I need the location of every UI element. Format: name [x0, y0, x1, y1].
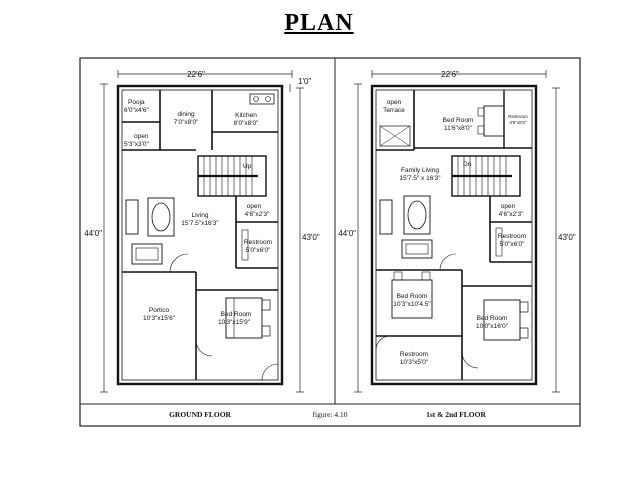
room-restroom-mid: Restroom [498, 233, 526, 240]
room-bedroom: Bed Room [221, 311, 252, 318]
room-restroom-top: Restroom [508, 114, 528, 119]
room-restroom-bottom: Restroom [400, 351, 428, 358]
room-bedroom-size: 10'3"x15'9" [218, 319, 251, 326]
upper-floor-plan [354, 70, 560, 393]
room-living-size: 15'7.5"x16'3" [181, 220, 219, 227]
figure-label: figure: 4.10 [313, 410, 348, 419]
stair-up-label: Up [243, 163, 252, 170]
room-open-mid: open [247, 203, 262, 210]
room-restroom: Restroom [244, 239, 272, 246]
room-restroom-bottom-size: 10'3"x5'0" [400, 359, 429, 366]
room-family-living: Family Living [401, 167, 439, 174]
room-bedroom-left: Bed Room [397, 293, 428, 300]
room-pooja-size: 6'0"x4'6" [124, 107, 149, 114]
upper-depth-left-dim: 44'0" [338, 229, 356, 238]
room-dining-size: 7'0"x8'0" [174, 119, 199, 126]
ground-depth-left-dim: 44'0" [84, 229, 102, 238]
room-bedroom-left-size: 10'3"x10'4.5" [393, 301, 431, 308]
room-kitchen: Kitchen [235, 112, 257, 119]
room-open-mid-upper: open [501, 203, 516, 210]
page-title: PLAN [284, 10, 354, 36]
room-bedroom-top-size: 11'6"x8'0" [444, 125, 473, 132]
ground-width-dim: 22'6" [187, 70, 205, 79]
room-restroom-size: 5'0"x6'0" [246, 247, 271, 254]
room-open-mid-size: 4'6"x2'3" [245, 211, 270, 218]
sheet-frame [79, 57, 581, 427]
ground-depth-right-dim: 43'0" [302, 233, 320, 242]
room-bedroom-right-size: 10'0"x16'0" [476, 323, 509, 330]
upper-width-dim: 22'6" [441, 70, 459, 79]
room-bedroom-top: Bed Room [443, 117, 474, 124]
ground-offset-dim: 1'0" [298, 77, 311, 86]
room-open-top: open [134, 133, 149, 140]
room-family-living-size: 15'7.5" x 16'3" [399, 175, 441, 182]
room-kitchen-size: 8'0"x8'0" [234, 120, 259, 127]
stair-dn-label: Dn [463, 161, 472, 168]
room-open-terrace: open [387, 99, 402, 106]
ground-floor-plan [100, 70, 304, 393]
room-portico-size: 10'3"x15'6" [143, 315, 176, 322]
room-living: Living [192, 212, 209, 219]
room-open-top-size: 5'3"x3'0" [124, 141, 149, 148]
room-dining: dining [177, 111, 195, 118]
upper-depth-right-dim: 43'0" [558, 233, 576, 242]
room-open-terrace-2: Terrace [383, 107, 405, 114]
room-restroom-top-size: 3'9"x6'0" [509, 120, 527, 125]
upper-floor-caption: 1st & 2nd FLOOR [426, 410, 486, 419]
room-open-mid-upper-size: 4'6"x2'3" [499, 211, 524, 218]
room-portico: Portico [149, 307, 170, 314]
room-bedroom-right: Bed Room [477, 315, 508, 322]
room-restroom-mid-size: 5'0"x6'0" [500, 241, 525, 248]
ground-floor-caption: GROUND FLOOR [169, 410, 231, 419]
room-pooja: Pooja [128, 99, 145, 106]
